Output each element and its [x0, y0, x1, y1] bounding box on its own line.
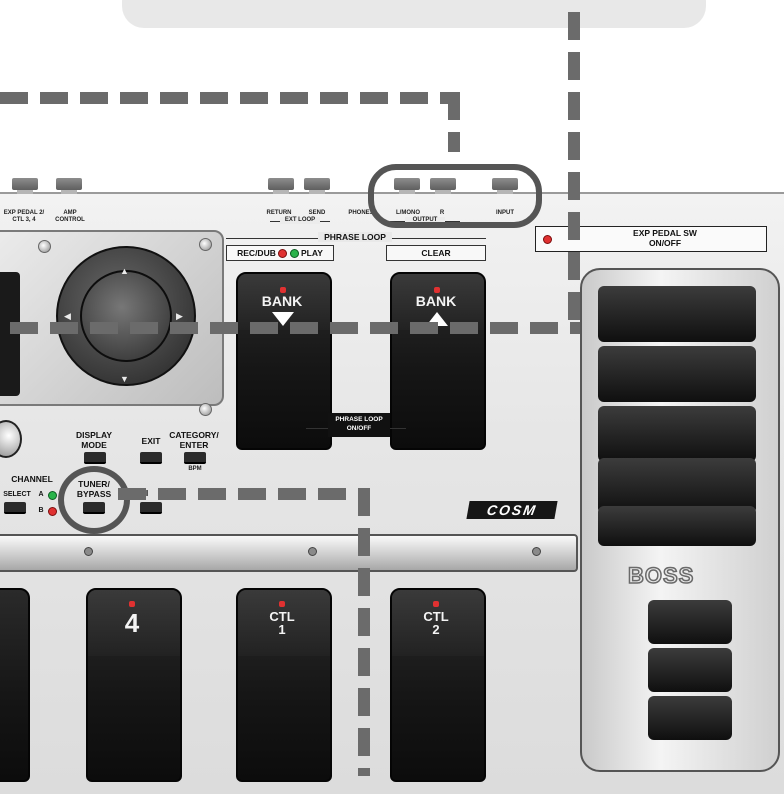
bank-down-pedal[interactable] — [236, 272, 332, 450]
jack-exp-pedal — [12, 178, 38, 194]
label-send: SEND — [308, 210, 326, 216]
phrase-loop-onoff-label: PHRASE LOOP ON/OFF — [328, 413, 390, 437]
label-exp-pedal: EXP PEDAL 2/ CTL 3, 4 — [3, 210, 45, 223]
pedal-ctl1-label: CTL 1 — [269, 609, 295, 637]
led-red-icon — [543, 235, 552, 244]
screw-icon — [308, 547, 317, 556]
jack-r — [430, 178, 456, 194]
led-green-icon — [48, 491, 57, 500]
bpm-label: BPM — [188, 466, 202, 472]
category-enter-label: CATEGORY/ ENTER — [169, 430, 219, 450]
phrase-loop-title: PHRASE LOOP — [318, 232, 392, 242]
label-ext-loop: EXT LOOP — [280, 217, 320, 224]
screw-icon — [199, 238, 212, 251]
category-enter-button[interactable] — [184, 452, 206, 464]
screw-icon — [84, 547, 93, 556]
pedal-rib — [648, 600, 732, 644]
exp-switch-label: EXP PEDAL SW ON/OFF — [633, 228, 697, 248]
play-label: PLAY — [300, 248, 323, 258]
callout-line-top-drop — [448, 92, 460, 152]
pedal-led-icon — [433, 601, 439, 607]
channel-title: CHANNEL — [11, 474, 53, 484]
arrow-up-icon: ▲ — [120, 266, 129, 276]
screw-icon — [532, 547, 541, 556]
write-button[interactable] — [140, 502, 162, 514]
display-mode-label: DISPLAY MODE — [75, 430, 113, 450]
label-phones: PHONES — [348, 210, 374, 216]
pedal-rib — [648, 648, 732, 692]
channel-a-label: A — [38, 491, 44, 498]
pedal-4[interactable] — [86, 588, 182, 782]
bank-down-label: BANK — [261, 293, 303, 309]
knob-icon[interactable] — [0, 420, 22, 458]
pedal-led-icon — [280, 287, 286, 293]
screw-icon — [199, 403, 212, 416]
pedal-ctl2-label: CTL 2 — [423, 609, 449, 637]
output-input-highlight — [368, 164, 542, 228]
exit-button[interactable] — [140, 452, 162, 464]
callout-box — [122, 0, 706, 28]
bank-up-label: BANK — [415, 293, 457, 309]
pedal-rail — [0, 534, 578, 572]
dial-center[interactable] — [80, 270, 172, 362]
arrow-left-icon: ◀ — [64, 311, 71, 321]
lcd-screen — [0, 272, 20, 396]
callout-line-right — [568, 12, 580, 332]
rec-play-frame: REC/DUB PLAY — [226, 245, 334, 261]
pedal-ctl2[interactable] — [390, 588, 486, 782]
callout-line-tuner — [118, 488, 366, 500]
label-output: OUTPUT — [405, 217, 445, 224]
led-red-icon — [278, 249, 288, 259]
jack-amp-control — [56, 178, 82, 194]
label-amp-control: AMP CONTROL — [55, 210, 85, 223]
pedal-led-icon — [434, 287, 440, 293]
pedal-rib — [598, 406, 756, 462]
pedal-rib — [598, 458, 756, 514]
channel-select-label: SELECT — [3, 491, 31, 498]
cosm-logo: COSM — [466, 501, 558, 519]
pedal-led-icon — [279, 601, 285, 607]
callout-line-down — [358, 488, 370, 776]
callout-line-middle — [10, 322, 580, 334]
pedal-rib — [598, 286, 756, 342]
jack-return — [268, 178, 294, 194]
pedal-4-label: 4 — [124, 608, 140, 638]
jack-l-mono — [394, 178, 420, 194]
channel-select-button[interactable] — [4, 502, 26, 514]
rec-dub-label: REC/DUB — [237, 248, 276, 258]
channel-b-label: B — [38, 507, 44, 514]
jack-input — [492, 178, 518, 194]
arrow-down-icon: ▼ — [120, 374, 129, 384]
boss-logo: BOSS — [627, 562, 695, 589]
label-input: INPUT — [496, 210, 514, 216]
label-l-mono: L/MONO — [396, 210, 420, 216]
tuner-bypass-highlight — [58, 466, 130, 534]
pedal-rib — [598, 506, 756, 546]
display-mode-button[interactable] — [84, 452, 106, 464]
led-red-icon — [48, 507, 57, 516]
callout-line-top — [0, 92, 460, 104]
pedal-led-icon — [129, 601, 135, 607]
pedal-3[interactable] — [0, 588, 30, 782]
screw-icon — [38, 240, 51, 253]
arrow-right-icon: ▶ — [176, 311, 183, 321]
pedal-ctl1[interactable] — [236, 588, 332, 782]
led-green-icon — [289, 249, 299, 259]
exit-label: EXIT — [141, 436, 161, 446]
label-return: RETURN — [266, 210, 292, 216]
clear-label: CLEAR — [386, 245, 486, 261]
pedal-rib — [648, 696, 732, 740]
jack-send — [304, 178, 330, 194]
label-r: R — [439, 210, 445, 216]
pedal-rib — [598, 346, 756, 402]
